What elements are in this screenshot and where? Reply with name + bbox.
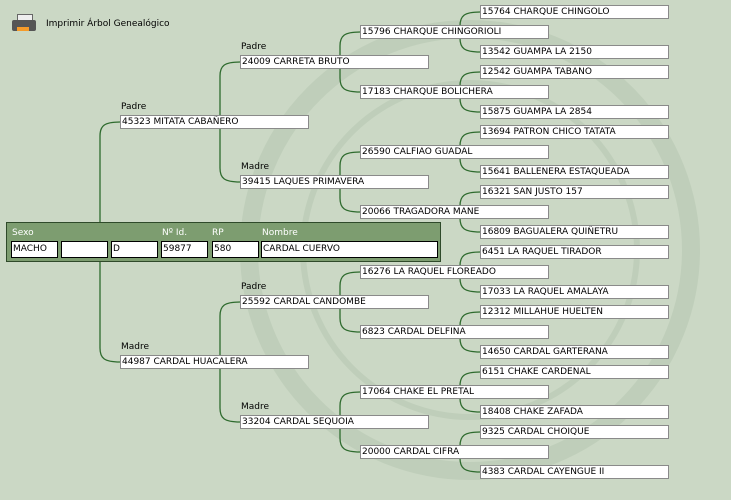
print-tree-label: Imprimir Árbol Genealógico: [46, 19, 170, 29]
gen3-ancestor-field[interactable]: 20066 TRAGADORA MANE: [360, 205, 549, 219]
printer-icon: [12, 14, 36, 34]
gen2-ancestor-field[interactable]: 39415 LAQUES PRIMAVERA: [240, 175, 429, 189]
gen4-ancestor-field[interactable]: 16809 BAGUALERA QUIÑETRU: [480, 225, 669, 239]
gen4-ancestor-field[interactable]: 17033 LA RAQUEL AMALAYA: [480, 285, 669, 299]
gen3-ancestor-field[interactable]: 20000 CARDAL CIFRA: [360, 445, 549, 459]
gen2-ancestor-field[interactable]: 24009 CARRETA BRUTO: [240, 55, 429, 69]
gen4-ancestor-field[interactable]: 15641 BALLENERA ESTAQUEADA: [480, 165, 669, 179]
gen3-ancestor-field[interactable]: 6823 CARDAL DELFINA: [360, 325, 549, 339]
field-3[interactable]: D: [111, 241, 158, 258]
gen3-ancestor-field[interactable]: 26590 CALFIAO GUADAL: [360, 145, 549, 159]
pedigree-connector: [99, 121, 121, 242]
pedigree-connector: [339, 31, 361, 62]
field-2[interactable]: [61, 241, 108, 258]
pedigree-connector: [339, 391, 361, 422]
gen3-ancestor-field[interactable]: 17064 CHAKE EL PRETAL: [360, 385, 549, 399]
gen4-ancestor-field[interactable]: 6151 CHAKE CARDENAL: [480, 365, 669, 379]
pedigree-connector: [99, 242, 121, 363]
pedigree-connector: [339, 422, 361, 453]
name-header: Nombre: [262, 228, 298, 238]
subject-panel: Sexo Nº Id. RP Nombre MACHO D 59877 580 …: [6, 222, 441, 262]
gen4-ancestor-field[interactable]: 6451 LA RAQUEL TIRADOR: [480, 245, 669, 259]
rp-header: RP: [212, 228, 224, 238]
gen4-ancestor-field[interactable]: 15764 CHARQUE CHINGOLO: [480, 5, 669, 19]
father-label: Padre: [121, 102, 147, 112]
print-tree-button[interactable]: Imprimir Árbol Genealógico: [12, 14, 170, 34]
gen4-ancestor-field[interactable]: 16321 SAN JUSTO 157: [480, 185, 669, 199]
gen4-ancestor-field[interactable]: 14650 CARDAL GARTERANA: [480, 345, 669, 359]
father-label: Padre: [241, 282, 267, 292]
pedigree-connector: [339, 271, 361, 302]
gen1-ancestor-field[interactable]: 45323 MITATA CABAÑERO: [120, 115, 309, 129]
name-field[interactable]: CARDAL CUERVO: [261, 241, 438, 258]
gen4-ancestor-field[interactable]: 9325 CARDAL CHOIQUE: [480, 425, 669, 439]
gen4-ancestor-field[interactable]: 13542 GUAMPA LA 2150: [480, 45, 669, 59]
gen3-ancestor-field[interactable]: 17183 CHARQUE BOLICHERA: [360, 85, 549, 99]
pedigree-connector: [339, 62, 361, 93]
gen3-ancestor-field[interactable]: 16276 LA RAQUEL FLOREADO: [360, 265, 549, 279]
sex-header: Sexo: [12, 228, 34, 238]
gen4-ancestor-field[interactable]: 13694 PATRON CHICO TATATA: [480, 125, 669, 139]
gen4-ancestor-field[interactable]: 12542 GUAMPA TABANO: [480, 65, 669, 79]
id-field[interactable]: 59877: [161, 241, 208, 258]
mother-label: Madre: [241, 162, 270, 172]
gen2-ancestor-field[interactable]: 33204 CARDAL SEQUOIA: [240, 415, 429, 429]
father-label: Padre: [241, 42, 267, 52]
gen1-ancestor-field[interactable]: 44987 CARDAL HUACALERA: [120, 355, 309, 369]
pedigree-connector: [219, 301, 241, 362]
gen3-ancestor-field[interactable]: 15796 CHARQUE CHINGORIOLI: [360, 25, 549, 39]
gen2-ancestor-field[interactable]: 25592 CARDAL CANDOMBE: [240, 295, 429, 309]
pedigree-connector: [339, 302, 361, 333]
mother-label: Madre: [241, 402, 270, 412]
pedigree-connector: [339, 182, 361, 213]
pedigree-connector: [219, 122, 241, 183]
gen4-ancestor-field[interactable]: 4383 CARDAL CAYENGUE II: [480, 465, 669, 479]
gen4-ancestor-field[interactable]: 15875 GUAMPA LA 2854: [480, 105, 669, 119]
pedigree-connector: [219, 61, 241, 122]
id-header: Nº Id.: [162, 228, 188, 238]
pedigree-connector: [339, 151, 361, 182]
gen4-ancestor-field[interactable]: 18408 CHAKE ZAFADA: [480, 405, 669, 419]
pedigree-connector: [219, 362, 241, 423]
gen4-ancestor-field[interactable]: 12312 MILLAHUE HUELTEN: [480, 305, 669, 319]
sex-field[interactable]: MACHO: [11, 241, 58, 258]
mother-label: Madre: [121, 342, 150, 352]
rp-field[interactable]: 580: [212, 241, 259, 258]
